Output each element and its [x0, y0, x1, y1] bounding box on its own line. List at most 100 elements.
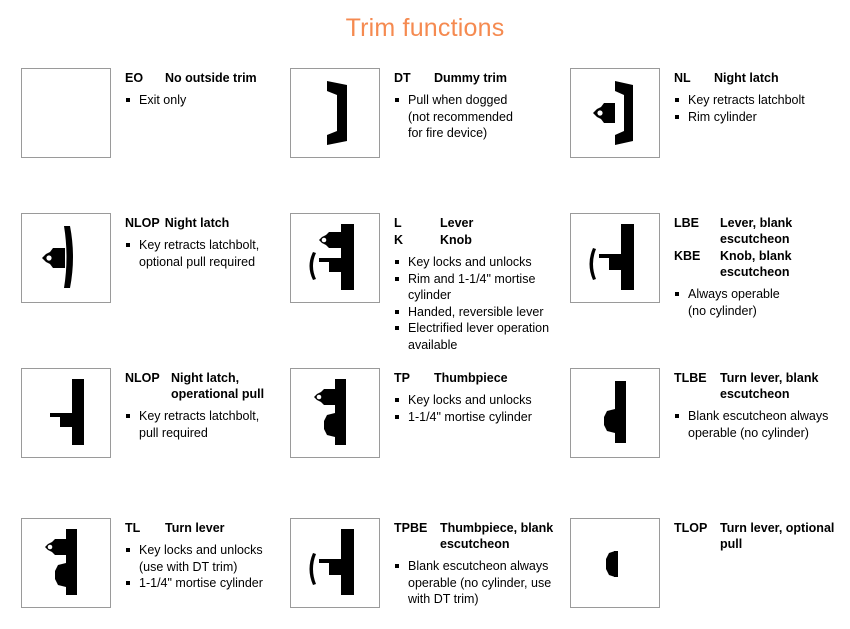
- trim-row: NLOP Night latch, operational pull Key r…: [0, 360, 850, 510]
- trim-heading: NLOP Night latch: [125, 215, 280, 231]
- trim-name: Night latch, operational pull: [171, 371, 265, 401]
- trim-functions-grid: EO No outside trim Exit only: [0, 60, 850, 629]
- trim-name: Turn lever, blank escutcheon: [720, 371, 819, 401]
- trim-heading: TLBE Turn lever, blank escutcheon: [674, 370, 850, 402]
- trim-heading: L Lever: [394, 215, 560, 231]
- trim-heading: K Knob: [394, 232, 560, 248]
- trim-bullet-list: Pull when dogged (not recommended for fi…: [394, 92, 560, 142]
- trim-text: TLBE Turn lever, blank escutcheon Blank …: [660, 360, 850, 441]
- night-latch-operational-pull-icon: [21, 368, 111, 458]
- list-item: Exit only: [125, 92, 280, 109]
- list-item: Electrified lever operation available: [394, 320, 560, 353]
- trim-code: TL: [125, 521, 141, 535]
- thumbpiece-icon: [290, 368, 380, 458]
- trim-item-tpbe: TPBE Thumbpiece, blank escutcheon Blank …: [280, 510, 560, 629]
- turn-lever-icon: [21, 518, 111, 608]
- trim-code: K: [394, 233, 404, 247]
- trim-item-tp: TP Thumbpiece Key locks and unlocks 1-1/…: [280, 360, 560, 510]
- trim-bullet-list: Key retracts latchbolt, optional pull re…: [125, 237, 280, 270]
- trim-heading: KBE Knob, blank escutcheon: [674, 248, 850, 280]
- trim-item-nlop: NLOP Night latch Key retracts latchbolt,…: [0, 205, 280, 360]
- trim-name: Turn lever: [165, 521, 225, 535]
- list-item: Blank escutcheon always operable (no cyl…: [394, 558, 560, 608]
- lever-knob-icon: [290, 213, 380, 303]
- trim-code: NLOP: [125, 371, 160, 385]
- trim-bullet-list: Key locks and unlocks 1-1/4" mortise cyl…: [394, 392, 560, 425]
- dummy-pull-trim-icon: [290, 68, 380, 158]
- trim-row: TL Turn lever Key locks and unlocks (use…: [0, 510, 850, 629]
- lever-blank-escutcheon-icon: [570, 213, 660, 303]
- list-item: Key retracts latchbolt: [674, 92, 850, 109]
- trim-text: L Lever K Knob Key locks and unlocks Rim…: [380, 205, 560, 353]
- list-item: Key locks and unlocks: [394, 392, 560, 409]
- trim-item-tlbe: TLBE Turn lever, blank escutcheon Blank …: [560, 360, 850, 510]
- trim-code: NLOP: [125, 216, 160, 230]
- trim-item-eo: EO No outside trim Exit only: [0, 60, 280, 205]
- trim-name: Dummy trim: [434, 71, 507, 85]
- trim-item-dt: DT Dummy trim Pull when dogged (not reco…: [280, 60, 560, 205]
- trim-text: TLOP Turn lever, optional pull: [660, 510, 850, 558]
- trim-text: LBE Lever, blank escutcheon KBE Knob, bl…: [660, 205, 850, 319]
- trim-code: TP: [394, 371, 410, 385]
- trim-bullet-list: Key locks and unlocks (use with DT trim)…: [125, 542, 280, 592]
- list-item: Pull when dogged (not recommended for fi…: [394, 92, 560, 142]
- list-item: Key retracts latchbolt, pull required: [125, 408, 280, 441]
- trim-code: EO: [125, 71, 144, 85]
- list-item: 1-1/4" mortise cylinder: [125, 575, 280, 592]
- page-title: Trim functions: [345, 14, 505, 42]
- trim-bullet-list: Key retracts latchbolt Rim cylinder: [674, 92, 850, 125]
- trim-code: NL: [674, 71, 691, 85]
- trim-name: Thumbpiece, blank escutcheon: [440, 521, 554, 551]
- list-item: Always operable (no cylinder): [674, 286, 850, 319]
- trim-item-tlop: TLOP Turn lever, optional pull: [560, 510, 850, 629]
- trim-item-nl: NL Night latch Key retracts latchbolt Ri…: [560, 60, 850, 205]
- thumbpiece-blank-escutcheon-icon: [290, 518, 380, 608]
- trim-heading: DT Dummy trim: [394, 70, 560, 86]
- trim-bullet-list: Exit only: [125, 92, 280, 109]
- trim-bullet-list: Blank escutcheon always operable (no cyl…: [394, 558, 560, 608]
- trim-item-nlop-operational: NLOP Night latch, operational pull Key r…: [0, 360, 280, 510]
- list-item: Blank escutcheon always operable (no cyl…: [674, 408, 850, 441]
- trim-text: NL Night latch Key retracts latchbolt Ri…: [660, 60, 850, 125]
- trim-name: Lever: [440, 216, 474, 230]
- trim-item-tl: TL Turn lever Key locks and unlocks (use…: [0, 510, 280, 629]
- trim-name: Thumbpiece: [434, 371, 508, 385]
- list-item: Rim and 1-1/4" mortise cylinder: [394, 271, 560, 304]
- trim-bullet-list: Key locks and unlocks Rim and 1-1/4" mor…: [394, 254, 560, 353]
- list-item: Key locks and unlocks: [394, 254, 560, 271]
- trim-heading: TL Turn lever: [125, 520, 280, 536]
- trim-code: DT: [394, 71, 411, 85]
- night-latch-pull-icon: [570, 68, 660, 158]
- trim-code: L: [394, 216, 402, 230]
- trim-item-lbe-kbe: LBE Lever, blank escutcheon KBE Knob, bl…: [560, 205, 850, 360]
- trim-bullet-list: Always operable (no cylinder): [674, 286, 850, 319]
- trim-text: NLOP Night latch, operational pull Key r…: [111, 360, 280, 441]
- trim-name: Knob: [440, 233, 472, 247]
- trim-bullet-list: Blank escutcheon always operable (no cyl…: [674, 408, 850, 441]
- trim-text: EO No outside trim Exit only: [111, 60, 280, 109]
- trim-row: EO No outside trim Exit only: [0, 60, 850, 205]
- trim-code: KBE: [674, 249, 701, 263]
- trim-row: NLOP Night latch Key retracts latchbolt,…: [0, 205, 850, 360]
- trim-heading: TP Thumbpiece: [394, 370, 560, 386]
- list-item: Handed, reversible lever: [394, 304, 560, 321]
- trim-heading: NL Night latch: [674, 70, 850, 86]
- trim-name: Night latch: [164, 216, 230, 230]
- trim-text: TP Thumbpiece Key locks and unlocks 1-1/…: [380, 360, 560, 425]
- turn-lever-optional-pull-icon: [570, 518, 660, 608]
- trim-name: Knob, blank escutcheon: [720, 249, 792, 279]
- trim-heading: EO No outside trim: [125, 70, 280, 86]
- trim-text: DT Dummy trim Pull when dogged (not reco…: [380, 60, 560, 142]
- trim-item-lever-knob: L Lever K Knob Key locks and unlocks Rim…: [280, 205, 560, 360]
- trim-name: Turn lever, optional pull: [720, 521, 835, 551]
- trim-code: TLOP: [674, 521, 708, 535]
- list-item: Key locks and unlocks (use with DT trim): [125, 542, 280, 575]
- list-item: Key retracts latchbolt, optional pull re…: [125, 237, 280, 270]
- trim-name: No outside trim: [165, 71, 257, 85]
- trim-text: TPBE Thumbpiece, blank escutcheon Blank …: [380, 510, 560, 608]
- trim-code: LBE: [674, 216, 699, 230]
- night-latch-plate-icon: [21, 213, 111, 303]
- trim-code: TLBE: [674, 371, 707, 385]
- list-item: 1-1/4" mortise cylinder: [394, 409, 560, 426]
